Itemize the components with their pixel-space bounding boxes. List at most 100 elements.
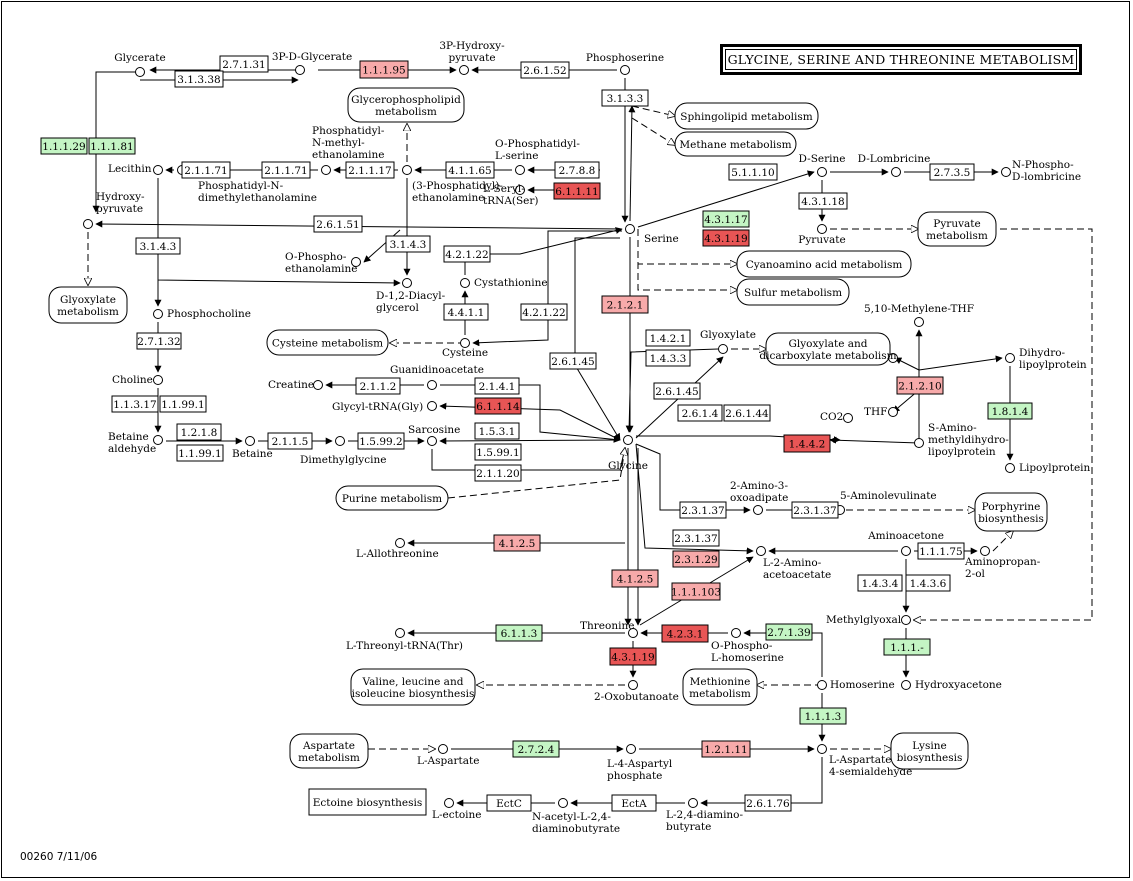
compound-node-icon[interactable]	[153, 309, 163, 319]
enzyme-e6.1.1.3[interactable]: 6.1.1.3	[495, 624, 543, 642]
compound-aminopropanol[interactable]: Aminopropan-2-ol	[964, 546, 1041, 581]
enzyme-e2.1.1.20[interactable]: 2.1.1.20	[474, 464, 522, 482]
enzyme-e4.3.1.19a[interactable]: 4.3.1.19	[702, 229, 750, 247]
compound-homoserine[interactable]: Homoserine	[817, 679, 895, 691]
enzyme-e1.5.3.1[interactable]: 1.5.3.1	[474, 422, 520, 440]
compound-node-icon[interactable]	[888, 407, 898, 417]
compound-phosphatidylethanolamine[interactable]: (3-Phosphatidyl)-ethanolamine	[402, 165, 504, 205]
enzyme-label[interactable]: 2.7.1.32	[137, 336, 180, 348]
map-link-label[interactable]: Ectoine biosynthesis	[313, 797, 423, 809]
compound-n-acetyl-diaminobutyrate[interactable]: N-acetyl-L-2,4-diaminobutyrate	[532, 798, 620, 836]
compound-node-icon[interactable]	[980, 546, 990, 556]
enzyme-label[interactable]: 2.6.1.51	[316, 219, 359, 231]
compound-o-phospho-homoserine[interactable]: O-Phospho-L-homoserine	[711, 628, 784, 665]
enzyme-e5.1.1.10[interactable]: 5.1.1.10	[728, 163, 778, 181]
enzyme-label[interactable]: 4.4.1.1	[448, 307, 485, 319]
enzyme-label[interactable]: 4.1.2.5	[499, 538, 536, 550]
enzyme-label[interactable]: 2.7.2.4	[518, 744, 555, 756]
enzyme-e2.1.2.10[interactable]: 2.1.2.10	[896, 376, 944, 395]
enzyme-e2.3.1.37b[interactable]: 2.3.1.37	[791, 501, 839, 519]
enzyme-label[interactable]: 2.3.1.29	[674, 554, 717, 566]
compound-node-icon[interactable]	[914, 317, 924, 327]
compound-node-icon[interactable]	[402, 165, 412, 175]
compound-lipoylprotein[interactable]: Lipoylprotein	[1005, 462, 1091, 474]
compound-lecithin[interactable]: Lecithin	[108, 163, 163, 175]
enzyme-label[interactable]: 1.5.3.1	[479, 426, 516, 438]
map-link-cyanoamino[interactable]: Cyanoamino acid metabolism	[736, 250, 912, 278]
compound-node-icon[interactable]	[1001, 167, 1011, 177]
enzyme-label[interactable]: 2.3.1.37	[793, 505, 836, 517]
enzyme-e1.1.99.1a[interactable]: 1.1.99.1	[159, 395, 207, 413]
enzyme-label[interactable]: EctA	[621, 798, 647, 810]
enzyme-label[interactable]: 1.1.1.29	[42, 141, 85, 153]
compound-node-icon[interactable]	[628, 680, 638, 690]
enzyme-e3.1.3.3[interactable]: 3.1.3.3	[601, 89, 649, 107]
compound-node-icon[interactable]	[245, 436, 255, 446]
enzyme-e1.1.1.95[interactable]: 1.1.1.95	[359, 60, 409, 79]
enzyme-label[interactable]: 1.2.1.11	[704, 744, 747, 756]
compound-hydroxypyruvate[interactable]: Hydroxy-pyruvate	[83, 191, 146, 229]
compound-glycine[interactable]: Glycine	[608, 435, 648, 473]
enzyme-label[interactable]: 6.1.1.3	[501, 628, 538, 640]
compound-node-icon[interactable]	[153, 165, 163, 175]
enzyme-label[interactable]: 1.1.1.103	[671, 587, 721, 599]
compound-co2[interactable]: CO2	[820, 411, 853, 423]
enzyme-label[interactable]: 2.1.4.1	[479, 381, 516, 393]
compound-cysteine[interactable]: Cysteine	[442, 338, 488, 360]
compound-node-icon[interactable]	[817, 224, 827, 234]
enzyme-label[interactable]: 2.3.1.37	[674, 533, 717, 545]
compound-aminoacetone[interactable]: Aminoacetone	[867, 530, 944, 556]
compound-phosphatidyl-n-methyl[interactable]: Phosphatidyl-N-methyl-ethanolamine	[312, 125, 385, 175]
map-link-purine[interactable]: Purine metabolism	[335, 485, 449, 511]
compound-choline[interactable]: Choline	[112, 374, 163, 386]
enzyme-e2.1.2.1[interactable]: 2.1.2.1	[601, 295, 649, 314]
compound-dimethylglycine[interactable]: Dimethylglycine	[300, 436, 386, 467]
enzyme-label[interactable]: 4.2.1.22	[522, 307, 565, 319]
enzyme-label[interactable]: 1.5.99.2	[359, 436, 402, 448]
enzyme-label[interactable]: 1.4.3.6	[910, 578, 947, 590]
enzyme-label[interactable]: 1.1.3.17	[113, 399, 156, 411]
map-link-cysteine-met[interactable]: Cysteine metabolism	[266, 329, 389, 356]
compound-node-icon[interactable]	[817, 167, 827, 177]
compound-node-icon[interactable]	[628, 628, 638, 638]
enzyme-e2.1.1.5[interactable]: 2.1.1.5	[267, 432, 313, 450]
compound-node-icon[interactable]	[817, 680, 827, 690]
enzyme-e2.7.2.4[interactable]: 2.7.2.4	[512, 740, 560, 758]
compound-3php[interactable]: 3P-Hydroxy-pyruvate	[439, 40, 505, 75]
enzyme-e2.6.1.76[interactable]: 2.6.1.76	[744, 794, 792, 812]
map-link-sulfur[interactable]: Sulfur metabolism	[736, 278, 850, 306]
compound-l-aspartate[interactable]: L-Aspartate	[417, 744, 479, 768]
compound-node-icon[interactable]	[321, 165, 331, 175]
compound-node-icon[interactable]	[313, 380, 323, 390]
compound-seryl-trna[interactable]: L-Seryl-tRNA(Ser)	[483, 183, 539, 207]
enzyme-e1.2.1.8[interactable]: 1.2.1.8	[176, 423, 222, 441]
enzyme-label[interactable]: 2.6.1.44	[725, 408, 769, 420]
compound-o-phosphatidyl-serine[interactable]: O-Phosphatidyl-L-serine	[495, 138, 580, 175]
compound-o-phosphoethanolamine[interactable]: O-Phospho-ethanolamine	[285, 251, 361, 275]
compound-node-icon[interactable]	[914, 438, 924, 448]
compound-glycyl-trna[interactable]: Glycyl-tRNA(Gly)	[332, 401, 437, 413]
enzyme-label[interactable]: 1.4.3.3	[650, 353, 687, 365]
enzyme-label[interactable]: 2.6.1.45	[655, 386, 698, 398]
compound-node-icon[interactable]	[153, 435, 163, 445]
enzyme-e2.7.8.8[interactable]: 2.7.8.8	[554, 161, 600, 179]
enzyme-label[interactable]: 1.5.99.1	[476, 447, 519, 459]
compound-dihydrolipoylprotein[interactable]: Dihydro-lipoylprotein	[1005, 347, 1087, 371]
map-link-methane[interactable]: Methane metabolism	[674, 131, 797, 157]
enzyme-e2.7.3.5[interactable]: 2.7.3.5	[929, 163, 975, 181]
enzyme-e1.4.3.3[interactable]: 1.4.3.3	[645, 349, 691, 367]
compound-d-serine[interactable]: D-Serine	[799, 153, 846, 177]
enzyme-eEctC[interactable]: EctC	[486, 794, 532, 812]
enzyme-label[interactable]: 2.7.3.5	[934, 167, 971, 179]
compound-node-icon[interactable]	[460, 338, 470, 348]
compound-l-ectoine[interactable]: L-ectoine	[432, 798, 482, 822]
enzyme-e2.3.1.29[interactable]: 2.3.1.29	[672, 550, 720, 568]
